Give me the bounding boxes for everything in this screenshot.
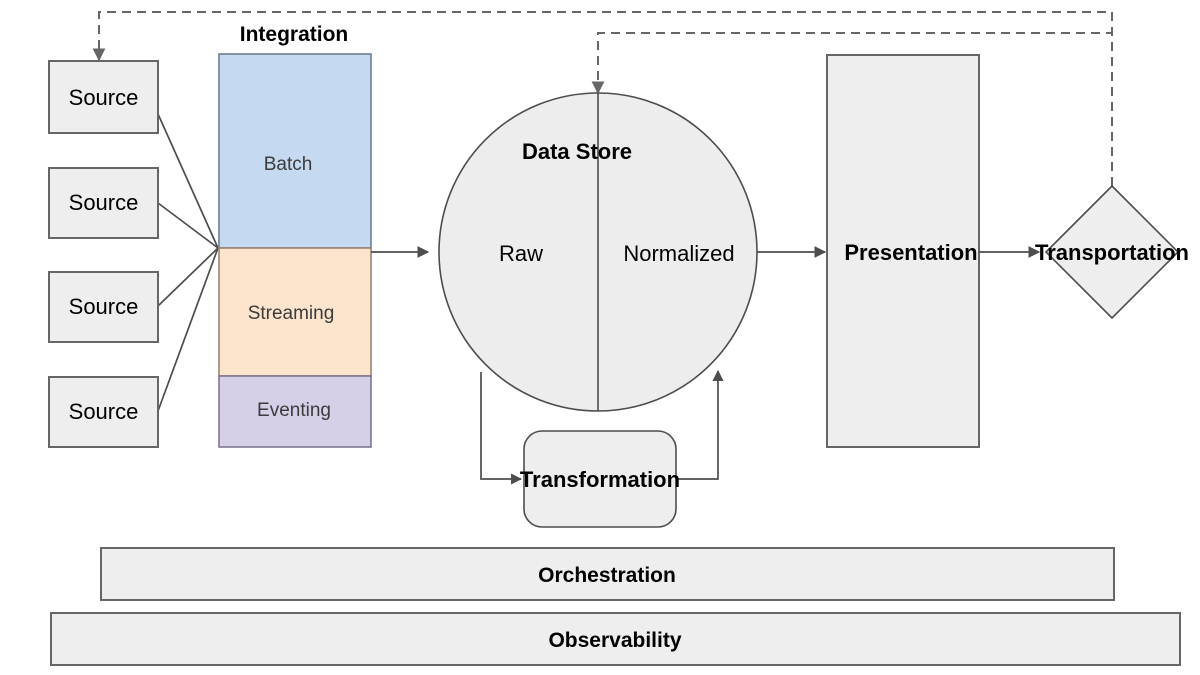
- orchestration-label: Orchestration: [538, 564, 676, 587]
- transformation-label: Transformation: [520, 467, 680, 492]
- data-store-normalized-label: Normalized: [623, 241, 734, 266]
- source-node-4[interactable]: Source: [48, 376, 159, 448]
- integration-band-streaming[interactable]: Streaming: [218, 247, 372, 377]
- edge-source4-to-integration: [157, 247, 219, 412]
- data-store-node[interactable]: Data Store Raw Normalized: [438, 92, 758, 412]
- integration-title: Integration: [240, 23, 349, 46]
- source-node-1[interactable]: Source: [48, 60, 159, 134]
- transportation-node[interactable]: Transportation: [1035, 184, 1189, 320]
- source-node-2[interactable]: Source: [48, 167, 159, 239]
- integration-band-label: Streaming: [248, 303, 335, 324]
- integration-band-label: Batch: [264, 154, 313, 175]
- transportation-label: Transportation: [1035, 240, 1189, 265]
- edge-data-store-to-transformation: [480, 372, 523, 485]
- observability-bar[interactable]: Observability: [50, 612, 1181, 666]
- feedback-edge-transportation-to-source: [92, 11, 1113, 186]
- data-store-raw-label: Raw: [499, 241, 543, 266]
- edge-source3-to-integration: [157, 247, 219, 307]
- presentation-label: Presentation: [844, 240, 977, 265]
- observability-label: Observability: [548, 629, 681, 652]
- edge-transformation-to-data-store: [676, 369, 724, 480]
- orchestration-bar[interactable]: Orchestration: [100, 547, 1115, 601]
- integration-band-label: Eventing: [257, 400, 331, 421]
- presentation-node[interactable]: Presentation: [826, 54, 980, 448]
- source-label: Source: [69, 190, 139, 215]
- edge-source2-to-integration: [157, 202, 219, 249]
- feedback-edge-transportation-to-data-store: [591, 32, 1113, 186]
- source-label: Source: [69, 399, 139, 424]
- source-node-3[interactable]: Source: [48, 271, 159, 343]
- transformation-node[interactable]: Transformation: [520, 430, 680, 528]
- data-store-title: Data Store: [522, 139, 632, 164]
- integration-band-batch[interactable]: Batch: [218, 53, 372, 249]
- integration-band-eventing[interactable]: Eventing: [218, 375, 372, 448]
- source-label: Source: [69, 294, 139, 319]
- edge-source1-to-integration: [157, 113, 219, 249]
- source-label: Source: [69, 85, 139, 110]
